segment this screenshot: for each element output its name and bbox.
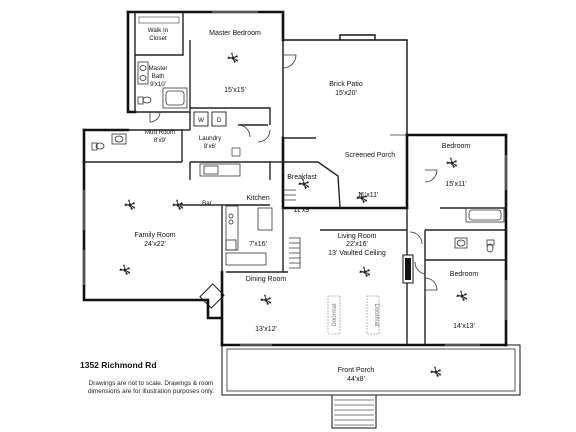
toilet-icon (91, 96, 495, 253)
dining-room-label: Dining Room (246, 276, 287, 283)
doormat-right: Doormat (373, 303, 379, 326)
master-bedroom-size: 15'x15' (224, 87, 246, 94)
living-room-note: 13' Vaulted Ceiling (328, 250, 386, 257)
mud-room-label: Mud Room (145, 129, 175, 136)
door-swing-icon (149, 54, 438, 291)
disclaimer-line-1: Drawings are not to scale. Drawings & ro… (88, 380, 214, 387)
ceiling-fan-icon (119, 52, 467, 377)
master-bath-label-2: Bath (152, 73, 165, 80)
living-room-label: Living Room (338, 233, 377, 240)
mud-room-size: 8'x9' (154, 137, 166, 144)
bathtub-icon (162, 87, 505, 223)
bedroom-lower-size: 14'x13' (453, 323, 475, 330)
laundry-size: 8'x6' (204, 143, 216, 150)
master-bath-size: 9'x10' (150, 81, 166, 88)
windows (83, 11, 507, 346)
closet-shelf (138, 16, 180, 24)
bedroom-lower-label: Bedroom (450, 271, 479, 278)
dining-room-size: 13'x12' (255, 326, 277, 333)
fireplace-icon (199, 254, 414, 309)
breakfast-size: 11'x9' (293, 207, 310, 214)
walk-in-closet-label-1: Walk In (148, 27, 169, 34)
bedroom-upper-size: 15'x11' (445, 181, 466, 188)
kitchen-fixtures (180, 163, 273, 266)
sink-icon (111, 61, 468, 249)
brick-patio-label: Brick Patio (329, 81, 363, 88)
property-address: 1352 Richmond Rd (80, 360, 157, 370)
master-bedroom-label: Master Bedroom (209, 30, 261, 37)
family-room-size: 24'x22' (144, 241, 166, 248)
disclaimer: Drawings are not to scale. Drawings & ro… (56, 380, 246, 397)
washer-label: W (198, 117, 204, 124)
living-room-size: 22'x16' (346, 241, 368, 248)
bedroom-upper-label: Bedroom (442, 143, 471, 150)
doormats (327, 295, 380, 335)
patio-outline (282, 34, 408, 138)
disclaimer-line-2: dimensions are for illustration purposes… (88, 388, 214, 396)
family-room-label: Family Room (134, 232, 175, 239)
master-bath-label-1: Master (149, 65, 168, 72)
front-porch-size: 44'x8' (347, 376, 365, 383)
walk-in-closet-label-2: Closet (149, 35, 167, 42)
bar-label: Bar (202, 200, 212, 207)
screened-porch-label: Screened Porch (345, 152, 395, 159)
kitchen-label: Kitchen (246, 195, 269, 202)
brick-patio-size: 15'x20' (335, 90, 357, 97)
laundry-label: Laundry (199, 135, 222, 142)
interior-walls (84, 12, 506, 345)
screened-porch-size: 11'x11' (358, 192, 379, 199)
washer-dryer: W D (193, 111, 241, 157)
front-porch-outline (221, 344, 521, 429)
stairs-icon (283, 189, 301, 269)
breakfast-label: Breakfast (287, 174, 317, 181)
front-porch-label: Front Porch (338, 367, 375, 374)
kitchen-size: 7'x16' (249, 241, 267, 248)
doormat-left: Doormat (332, 303, 338, 326)
dryer-label: D (217, 117, 222, 124)
room-labels: Walk In Closet Master Bedroom 15'x15' Ma… (134, 27, 478, 383)
